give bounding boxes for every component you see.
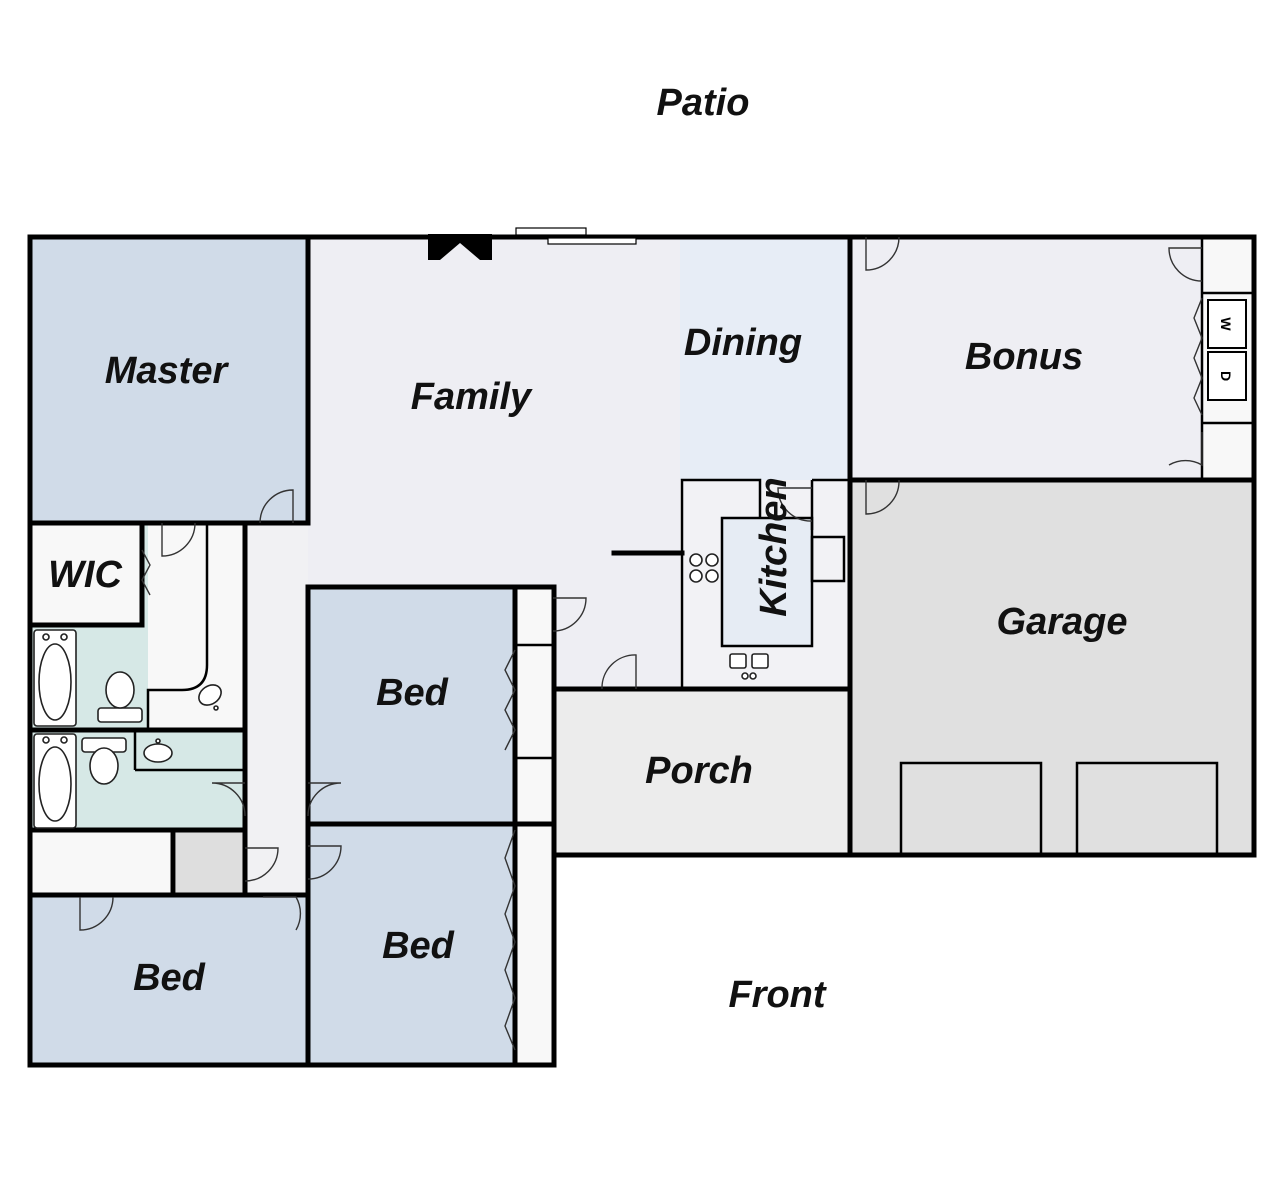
bifold-door-icon (1193, 297, 1203, 416)
bath-counter (148, 523, 245, 728)
bed-lower-center-room (308, 824, 515, 1065)
bed-lower-left-label: Bed (133, 957, 206, 999)
bathtub-icon (33, 629, 77, 727)
bed-lower-center-label: Bed (382, 925, 455, 967)
door-swing-icon (211, 782, 246, 817)
door-swing-icon (552, 597, 587, 632)
garage-door-right-icon (1075, 761, 1219, 857)
dryer-label: D (1218, 371, 1234, 381)
kitchen-fridge (810, 535, 846, 583)
door-swing-icon (1168, 247, 1203, 282)
door-swing-icon (307, 782, 342, 817)
toilet-icon (97, 671, 143, 723)
walls (27, 234, 1257, 1068)
washer-icon: W (1207, 299, 1247, 349)
bed-center-label: Bed (376, 672, 449, 714)
bifold-door-icon (141, 549, 151, 596)
dryer-icon: D (1207, 351, 1247, 401)
door-swing-icon (865, 479, 900, 515)
toilet-icon (81, 737, 127, 785)
bed-center-room (308, 587, 515, 824)
room-labels: Patio Master Family Dining Bonus WIC Kit… (48, 82, 1127, 1016)
bed-lower-left-room (30, 897, 308, 1065)
sink-icon (143, 738, 173, 763)
bathtub-icon (33, 733, 77, 829)
dining-room (680, 237, 850, 480)
door-swing-icon (244, 847, 279, 882)
front-label: Front (728, 974, 826, 1016)
hall-closet (176, 832, 245, 894)
family-label: Family (411, 376, 533, 418)
washer-label: W (1218, 317, 1234, 331)
bonus-room (850, 237, 1202, 480)
door-swing-icon (79, 896, 114, 931)
kitchen-label: Kitchen (753, 477, 795, 616)
hallway (245, 523, 308, 895)
wic-room-overlay (32, 525, 142, 624)
door-swing-icon (263, 896, 302, 931)
sink-icon (729, 653, 769, 680)
bifold-door-icon (504, 829, 516, 1051)
door-swing-icon (1168, 432, 1203, 467)
wall-kitchen (680, 478, 762, 687)
sink-icon (198, 684, 222, 711)
door-swing-icon (259, 489, 294, 524)
door-swing-icon (307, 845, 342, 880)
dining-label: Dining (684, 322, 802, 364)
patio-label: Patio (657, 82, 750, 124)
stove-icon (689, 553, 719, 583)
garage-room (850, 480, 1254, 855)
porch-room (554, 689, 850, 855)
sliding-door-icon (515, 227, 637, 245)
master-room (30, 237, 308, 523)
door-swings (79, 236, 1203, 931)
garage-label: Garage (997, 601, 1128, 643)
bifold-door-icon (504, 649, 516, 751)
door-swing-icon (161, 522, 196, 557)
wic-label: WIC (48, 554, 122, 596)
fireplace-icon (428, 234, 492, 260)
wall-bath-curve (146, 523, 209, 728)
door-swing-icon (601, 654, 637, 690)
bonus-label: Bonus (965, 336, 1083, 378)
garage-door-left-icon (899, 761, 1043, 857)
door-swing-icon (865, 236, 900, 271)
door-swing-icon (777, 487, 813, 522)
linen-closet (30, 832, 170, 894)
master-label: Master (105, 350, 230, 392)
porch-label: Porch (645, 750, 753, 792)
